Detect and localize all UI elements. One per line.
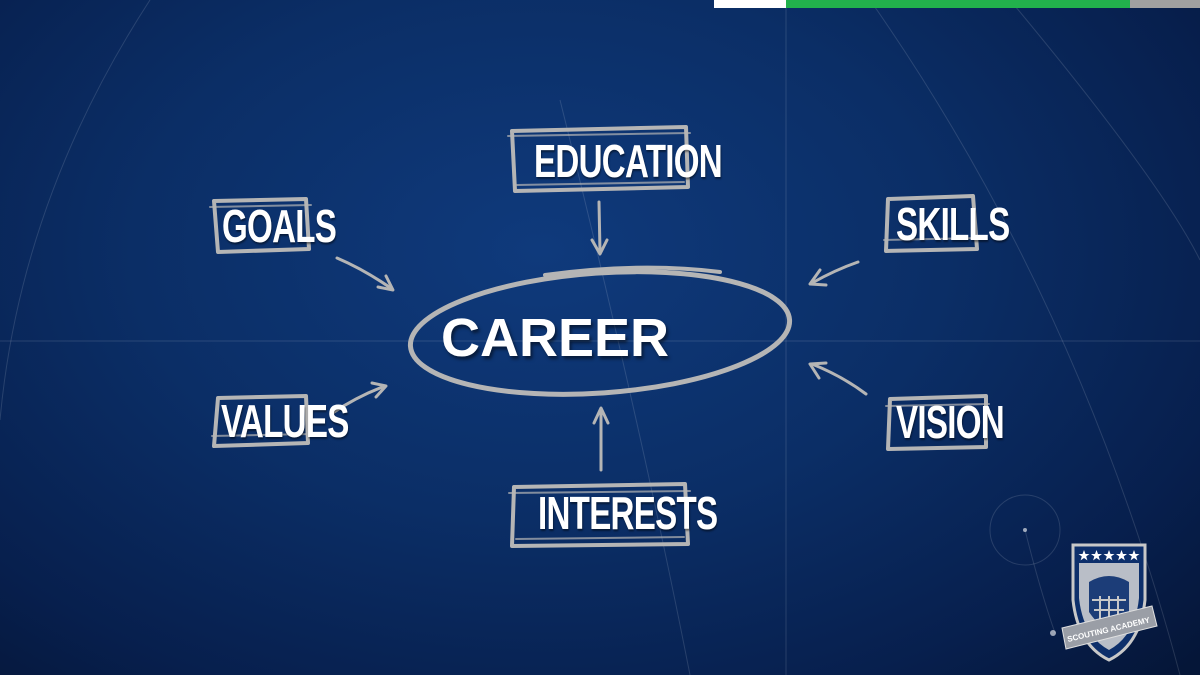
node-values: VALUES [221,395,349,447]
arrow-from-education [590,200,609,256]
logo-stars [1078,550,1140,561]
node-interests: INTERESTS [538,487,718,539]
vision-box [885,394,990,451]
arrow-from-goals [335,256,395,292]
arrow-from-vision [808,361,868,396]
arrow-from-interests [592,406,610,472]
node-education: EDUCATION [534,135,723,187]
values-box [211,394,313,448]
arrow-from-skills [808,260,860,287]
node-goals: GOALS [222,200,337,252]
education-box [507,125,691,193]
top-bar-white [714,0,786,8]
node-skills: SKILLS [896,198,1010,250]
top-accent-bar [714,0,1200,8]
career-ellipse [407,265,793,397]
career-label: CAREER [441,308,670,368]
node-vision: VISION [896,396,1005,448]
goals-box [209,197,312,254]
skills-box [883,194,981,253]
interests-box [508,482,691,548]
top-bar-green [786,0,1130,8]
arrow-from-values [329,381,388,416]
top-bar-gray [1130,0,1200,8]
